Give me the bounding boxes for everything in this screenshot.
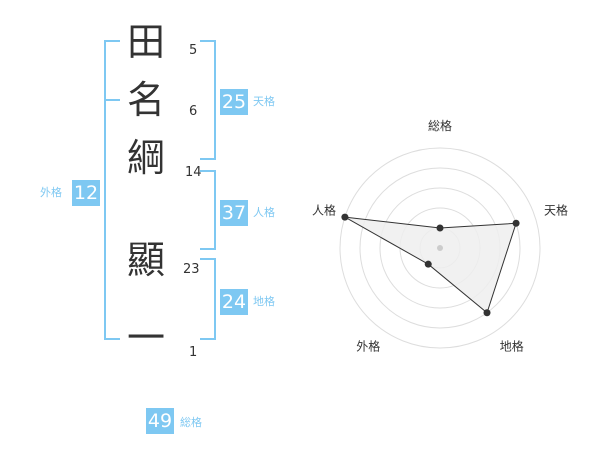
- radar-axis-label-3: 地格: [500, 339, 524, 354]
- radar-point-1: [436, 224, 444, 232]
- chikaku-score: 24: [220, 289, 248, 315]
- radar-point-5: [341, 213, 349, 221]
- name-char-2: 名: [126, 78, 165, 122]
- jinkaku-bracket: [200, 170, 216, 250]
- chikaku-bracket: [200, 258, 216, 340]
- gaikaku-bracket: [104, 40, 120, 340]
- chikaku-label: 地格: [253, 295, 275, 308]
- radar-grid-ring: [359, 167, 521, 329]
- radar-axis-label-1: 総格: [428, 118, 452, 133]
- gaikaku-score: 12: [72, 180, 100, 206]
- stroke-count-4: 23: [183, 262, 200, 277]
- soukaku-score: 49: [146, 408, 174, 434]
- tenkaku-score: 25: [220, 89, 248, 115]
- name-char-3: 綱: [126, 136, 165, 180]
- stroke-count-5: 1: [189, 345, 198, 360]
- soukaku-label: 総格: [180, 416, 202, 429]
- tenkaku-label: 天格: [253, 95, 275, 108]
- jinkaku-label: 人格: [253, 206, 275, 219]
- stroke-count-1: 5: [189, 43, 198, 58]
- name-char-4: 顯: [126, 238, 165, 282]
- radar-axis-label-2: 天格: [544, 202, 568, 217]
- jinkaku-score: 37: [220, 200, 248, 226]
- radar-point-2: [512, 219, 520, 227]
- radar-axis-label-4: 外格: [356, 339, 380, 354]
- radar-center-dot: [437, 245, 443, 251]
- tenkaku-bracket: [200, 40, 216, 160]
- stroke-count-2: 6: [189, 104, 198, 119]
- gaikaku-label: 外格: [40, 186, 62, 199]
- name-char-1: 田: [126, 20, 165, 64]
- radar-point-3: [483, 309, 491, 317]
- radar-point-4: [424, 260, 432, 268]
- gaikaku-bracket-tick: [104, 99, 120, 101]
- radar-points: [341, 213, 520, 317]
- radar-grid-ring: [339, 147, 541, 349]
- radar-axis-label-5: 人格: [312, 202, 336, 217]
- name-char-5: 一: [126, 316, 165, 360]
- stroke-count-3: 14: [185, 165, 202, 180]
